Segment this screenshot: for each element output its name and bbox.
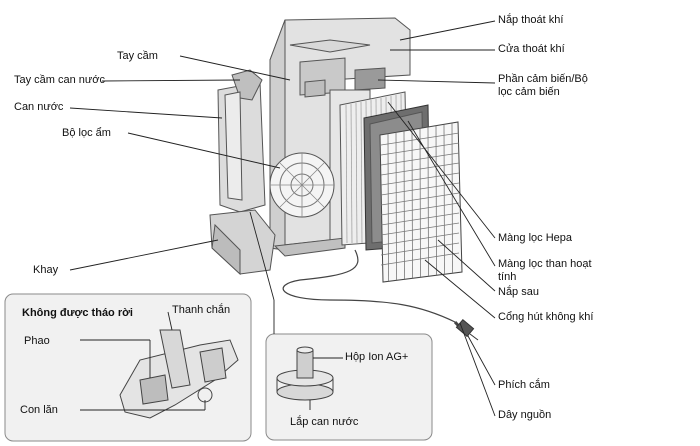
label-carbon-filter: Màng lọc than hoạt tính	[498, 258, 592, 283]
grid-line	[380, 252, 460, 266]
grid-line	[387, 133, 389, 282]
hepa-pleat	[355, 102, 358, 244]
tray	[209, 209, 276, 276]
label-sensor: Phần cảm biến/Bộ lọc cảm biến	[498, 73, 588, 98]
grid-line	[380, 162, 460, 176]
hepa-pleat	[350, 103, 353, 244]
grid-line	[380, 152, 460, 166]
grid-line	[380, 192, 460, 206]
label-back-cover: Nắp sau	[498, 286, 539, 298]
label-tray: Khay	[33, 264, 59, 276]
label-guard-bar: Thanh chắn	[172, 304, 231, 316]
grid-line	[443, 124, 445, 275]
power-plug	[455, 318, 479, 341]
label-handle: Tay cầm	[117, 50, 158, 62]
label-exhaust-cover: Nắp thoát khí	[498, 14, 564, 26]
back-panel	[379, 121, 463, 283]
grid-line	[435, 125, 437, 276]
grid-line	[380, 222, 460, 236]
label-ion-box: Hộp Ion AG+	[345, 351, 409, 363]
hepa-pleat	[360, 101, 363, 244]
humidifier-filter-disc	[269, 152, 335, 218]
grid-line	[411, 129, 413, 279]
label-hepa-filter: Màng lọc Hepa	[498, 232, 572, 244]
label-float: Phao	[24, 335, 50, 347]
grid-line	[395, 132, 397, 281]
label-water-tank: Can nước	[14, 101, 64, 113]
grid-line	[380, 132, 460, 146]
label-exhaust-outlet: Cửa thoát khí	[498, 43, 565, 55]
hepa-pleat	[345, 104, 348, 244]
inset-panel-nonremovable	[4, 293, 252, 442]
grid-line	[380, 202, 460, 216]
label-roller: Con lăn	[20, 404, 58, 416]
grid-line	[451, 123, 453, 274]
ag-ion-cartridge	[276, 346, 334, 401]
label-power-cord: Dây nguồn	[498, 409, 552, 421]
grid-line	[380, 232, 460, 246]
float-roller-mechanism	[119, 329, 239, 419]
grid-line	[380, 212, 460, 226]
label-not-removable: Không được tháo rời	[22, 307, 133, 319]
grid-line	[419, 128, 421, 278]
grid-line	[403, 131, 405, 280]
label-tank-handle: Tay cầm can nước	[14, 74, 105, 86]
leader-lines	[69, 20, 496, 417]
grid-line	[380, 142, 460, 156]
label-air-inlet: Cổng hút không khí	[498, 311, 594, 323]
grid-line	[427, 127, 429, 277]
grid-line	[380, 242, 460, 256]
water-tank	[217, 69, 266, 213]
label-power-plug: Phích cắm	[498, 379, 550, 391]
label-tank-cap: Lắp can nước	[290, 416, 359, 428]
label-humidifier-filter: Bộ lọc ẩm	[62, 127, 111, 139]
